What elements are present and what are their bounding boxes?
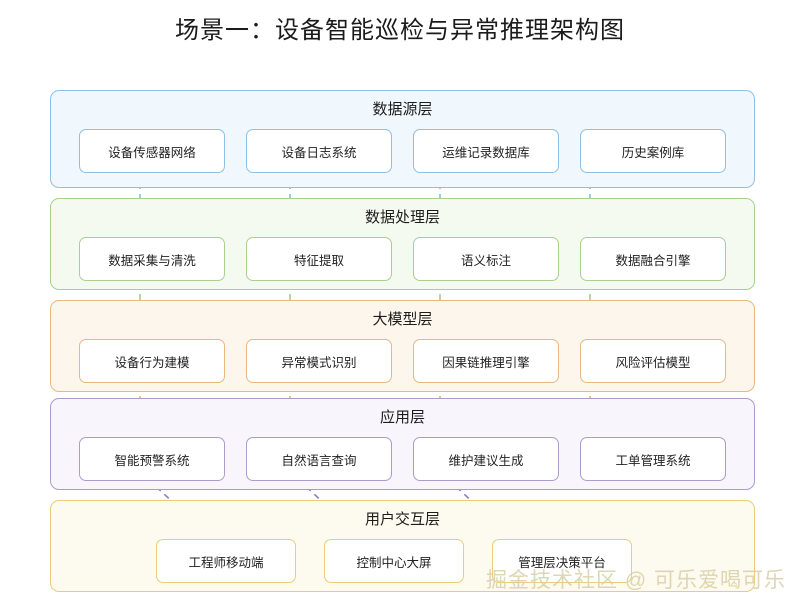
node-row: 工程师移动端 控制中心大屏 管理层决策平台 xyxy=(51,539,754,583)
node-box[interactable]: 智能预警系统 xyxy=(79,437,225,481)
node-box[interactable]: 数据融合引擎 xyxy=(580,237,726,281)
node-box[interactable]: 工程师移动端 xyxy=(156,539,296,583)
node-box[interactable]: 数据采集与清洗 xyxy=(79,237,225,281)
node-box[interactable]: 管理层决策平台 xyxy=(492,539,632,583)
layer-title: 数据源层 xyxy=(372,101,433,118)
layer-data-processing[interactable]: 数据处理层 数据采集与清洗 特征提取 语义标注 数据融合引擎 xyxy=(50,198,755,290)
layer-large-model[interactable]: 大模型层 设备行为建模 异常模式识别 因果链推理引擎 风险评估模型 xyxy=(50,300,755,392)
layer-title: 数据处理层 xyxy=(364,209,440,226)
node-row: 数据采集与清洗 特征提取 语义标注 数据融合引擎 xyxy=(51,237,754,281)
layer-title: 应用层 xyxy=(379,409,425,426)
node-box[interactable]: 设备传感器网络 xyxy=(79,129,225,173)
node-box[interactable]: 设备日志系统 xyxy=(246,129,392,173)
node-box[interactable]: 历史案例库 xyxy=(580,129,726,173)
node-box[interactable]: 设备行为建模 xyxy=(79,339,225,383)
node-row: 设备传感器网络 设备日志系统 运维记录数据库 历史案例库 xyxy=(51,129,754,173)
page-title: 场景一：设备智能巡检与异常推理架构图 xyxy=(175,17,625,44)
node-box[interactable]: 控制中心大屏 xyxy=(324,539,464,583)
node-box[interactable]: 语义标注 xyxy=(413,237,559,281)
node-box[interactable]: 工单管理系统 xyxy=(580,437,726,481)
node-box[interactable]: 异常模式识别 xyxy=(246,339,392,383)
layer-title: 大模型层 xyxy=(372,311,433,328)
node-row: 智能预警系统 自然语言查询 维护建议生成 工单管理系统 xyxy=(51,437,754,481)
node-box[interactable]: 自然语言查询 xyxy=(246,437,392,481)
layer-data-source[interactable]: 数据源层 设备传感器网络 设备日志系统 运维记录数据库 历史案例库 xyxy=(50,90,755,188)
layer-application[interactable]: 应用层 智能预警系统 自然语言查询 维护建议生成 工单管理系统 xyxy=(50,398,755,490)
layer-title: 用户交互层 xyxy=(364,511,440,528)
node-row: 设备行为建模 异常模式识别 因果链推理引擎 风险评估模型 xyxy=(51,339,754,383)
node-box[interactable]: 风险评估模型 xyxy=(580,339,726,383)
watermark: 掘金技术社区 @ 可乐爱喝可乐 xyxy=(486,569,786,592)
node-box[interactable]: 运维记录数据库 xyxy=(413,129,559,173)
node-box[interactable]: 维护建议生成 xyxy=(413,437,559,481)
node-box[interactable]: 特征提取 xyxy=(246,237,392,281)
node-box[interactable]: 因果链推理引擎 xyxy=(413,339,559,383)
